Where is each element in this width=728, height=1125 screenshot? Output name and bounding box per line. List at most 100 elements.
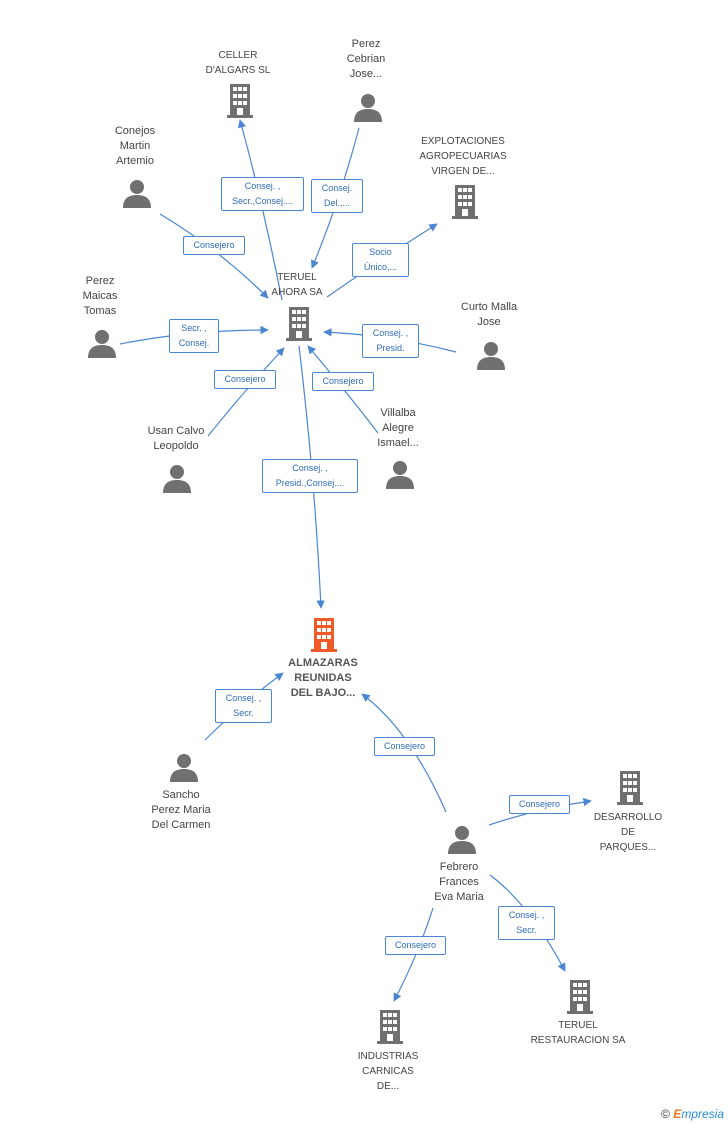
- label-line: Tomas: [83, 305, 117, 317]
- label-line: Curto Malla: [460, 301, 518, 313]
- label-line: CELLER: [218, 50, 258, 61]
- node-label-curto[interactable]: Curto Malla Jose: [424, 300, 554, 330]
- node-label-industrias[interactable]: INDUSTRIAS CARNICAS DE...: [323, 1049, 453, 1094]
- edge-label-line: Del.,...: [323, 198, 350, 208]
- edge-label-desarrollo[interactable]: Consejero: [509, 795, 570, 814]
- label-line: Del Carmen: [151, 819, 211, 831]
- edge-label-febrero-almazaras[interactable]: Consejero: [374, 737, 435, 756]
- copyright-symbol: ©: [661, 1107, 670, 1121]
- edge-label-line: Único,...: [363, 262, 397, 272]
- label-line: REUNIDAS: [294, 672, 352, 684]
- node-label-desarrollo[interactable]: DESARROLLO DE PARQUES...: [563, 810, 693, 855]
- label-line: Martin: [119, 140, 151, 152]
- label-line: DE...: [376, 1081, 400, 1092]
- label-line: Sancho: [162, 789, 200, 801]
- node-label-celler[interactable]: CELLER D'ALGARS SL: [173, 48, 303, 78]
- label-line: Frances: [439, 876, 479, 888]
- label-line: D'ALGARS SL: [205, 65, 271, 76]
- node-label-teruel-ahora[interactable]: TERUEL AHORA SA: [232, 270, 362, 300]
- person-icon[interactable]: [162, 464, 192, 494]
- building-icon[interactable]: [615, 771, 645, 805]
- label-line: Febrero: [439, 861, 479, 873]
- edge-label-line: Consejero: [394, 940, 437, 950]
- edge-label-line: Consej. ,: [508, 910, 545, 920]
- node-label-villalba[interactable]: Villalba Alegre Ismael...: [333, 406, 463, 451]
- edge-label-villalba[interactable]: Consejero: [312, 372, 374, 391]
- label-line: RESTAURACION SA: [530, 1035, 626, 1046]
- edge-label-line: Secr.: [233, 708, 254, 718]
- building-icon[interactable]: [284, 307, 314, 341]
- building-icon[interactable]: [565, 980, 595, 1014]
- edge-label-line: Consejero: [224, 374, 266, 384]
- node-label-febrero[interactable]: Febrero Frances Eva Maria: [394, 860, 524, 905]
- edge-label-line: Consej. ,: [372, 328, 409, 338]
- building-icon[interactable]: [225, 84, 255, 118]
- person-icon[interactable]: [385, 460, 415, 490]
- brand-logo-e: E: [673, 1107, 682, 1121]
- edge-label-line: Consejero: [322, 376, 364, 386]
- building-icon[interactable]: [375, 1010, 405, 1044]
- person-icon[interactable]: [87, 329, 117, 359]
- edge-label-usan[interactable]: Consejero: [214, 370, 276, 389]
- label-line: Perez Maria: [151, 804, 211, 816]
- node-label-teruel-rest[interactable]: TERUEL RESTAURACION SA: [513, 1018, 643, 1048]
- edge-label-line: Consej. ,: [225, 693, 262, 703]
- person-icon[interactable]: [447, 825, 477, 855]
- label-line: Ismael...: [377, 437, 419, 449]
- person-icon[interactable]: [353, 93, 383, 123]
- edge-label-line: Consej.: [321, 183, 353, 193]
- edge-label-line: Secr.: [516, 925, 537, 935]
- label-line: Perez: [85, 275, 115, 287]
- label-line: EXPLOTACIONES: [421, 136, 505, 147]
- edge-label-line: Consej. ,: [292, 463, 328, 473]
- label-line: Jose...: [349, 68, 383, 80]
- label-line: CARNICAS: [362, 1066, 414, 1077]
- node-label-almazaras[interactable]: ALMAZARAS REUNIDAS DEL BAJO...: [258, 656, 388, 701]
- edge-label-curto[interactable]: Consej. , Presid.: [362, 324, 419, 358]
- node-label-perez-cebrian[interactable]: Perez Cebrian Jose...: [301, 37, 431, 82]
- node-label-sancho[interactable]: Sancho Perez Maria Del Carmen: [116, 788, 246, 833]
- label-line: Alegre: [382, 422, 414, 434]
- label-line: Artemio: [116, 155, 154, 167]
- label-line: AGROPECUARIAS: [419, 151, 507, 162]
- node-label-explotaciones[interactable]: EXPLOTACIONES AGROPECUARIAS VIRGEN DE...: [398, 134, 528, 179]
- label-line: Conejos: [114, 125, 156, 137]
- edge-label-sancho[interactable]: Consej. , Secr.: [215, 689, 272, 723]
- building-icon[interactable]: [450, 185, 480, 219]
- person-icon[interactable]: [476, 341, 506, 371]
- node-label-usan[interactable]: Usan Calvo Leopoldo: [111, 424, 241, 454]
- person-icon[interactable]: [169, 753, 199, 783]
- main-company-building-icon[interactable]: [309, 618, 339, 652]
- edge-label-line: Consejero: [383, 741, 426, 751]
- label-line: Maicas: [82, 290, 118, 302]
- edge-label-celler[interactable]: Consej. , Secr.,Consej....: [221, 177, 304, 211]
- edge-label-perez-maicas[interactable]: Secr. , Consej.: [169, 319, 219, 353]
- edge-label-line: Socio: [369, 247, 392, 257]
- person-icon[interactable]: [122, 179, 152, 209]
- edge-line-usan: [207, 347, 285, 437]
- edge-label-line: Secr. ,: [181, 323, 207, 333]
- label-line: DEL BAJO...: [290, 687, 356, 699]
- edge-label-teruel-ahora-almazaras[interactable]: Consej. , Presid.,Consej....: [262, 459, 358, 493]
- node-label-perez-maicas[interactable]: Perez Maicas Tomas: [35, 274, 165, 319]
- brand-footer: © Empresia: [661, 1107, 724, 1121]
- edge-label-line: Consejero: [193, 240, 235, 250]
- label-line: Eva Maria: [434, 891, 484, 903]
- edge-label-line: Consej. ,: [244, 181, 281, 191]
- label-line: Jose: [477, 316, 501, 328]
- label-line: Villalba: [380, 407, 416, 419]
- edge-label-perez-cebrian[interactable]: Consej. Del.,...: [311, 179, 363, 213]
- node-label-conejos[interactable]: Conejos Martin Artemio: [70, 124, 200, 169]
- edge-label-teruel-rest[interactable]: Consej. , Secr.: [498, 906, 555, 940]
- label-line: DE: [621, 827, 635, 838]
- edge-label-conejos[interactable]: Consejero: [183, 236, 245, 255]
- edge-label-explotaciones[interactable]: Socio Único,...: [352, 243, 409, 277]
- label-line: Perez: [351, 38, 381, 50]
- label-line: VIRGEN DE...: [431, 166, 495, 177]
- edge-label-industrias[interactable]: Consejero: [385, 936, 446, 955]
- label-line: TERUEL: [558, 1020, 598, 1031]
- label-line: INDUSTRIAS: [357, 1051, 419, 1062]
- edge-label-line: Consejero: [518, 799, 561, 809]
- edge-label-line: Consej.: [178, 338, 210, 348]
